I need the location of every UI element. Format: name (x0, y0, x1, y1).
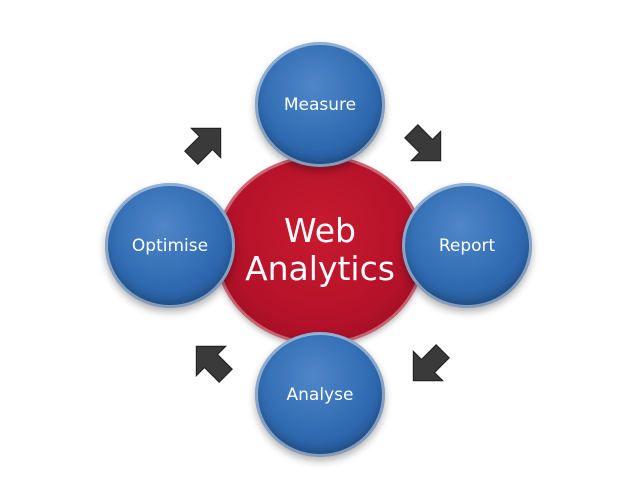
arrow-up-right-icon (184, 127, 222, 165)
node-label: Analyse (286, 384, 354, 405)
node-analyse: Analyse (255, 332, 385, 457)
node-label: Report (438, 235, 496, 256)
center-circle-web-analytics: Web Analytics (215, 155, 425, 345)
arrow-up-left-icon (195, 345, 233, 383)
center-title-line1: Web (284, 211, 356, 251)
node-measure: Measure (255, 42, 385, 167)
arrow-down-left-icon (412, 344, 450, 382)
node-report: Report (402, 183, 532, 308)
center-title-line2: Analytics (245, 249, 395, 288)
node-label: Measure (283, 94, 357, 115)
arrow-down-right-icon (404, 124, 442, 162)
node-optimise: Optimise (105, 183, 235, 308)
node-label: Optimise (131, 235, 209, 256)
